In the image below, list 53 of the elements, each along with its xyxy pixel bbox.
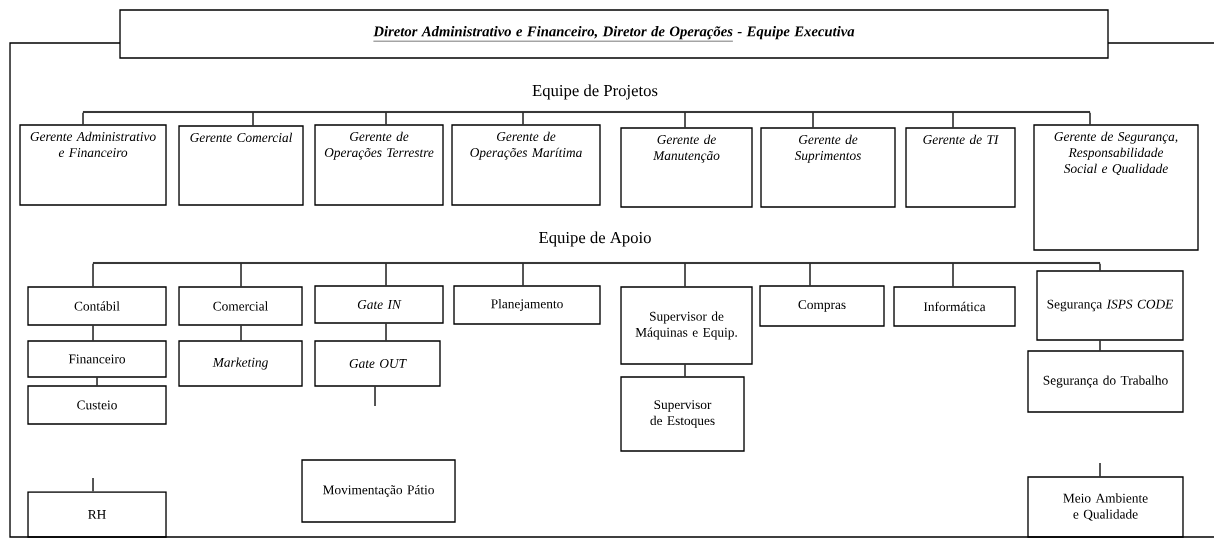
- connector-line: [92, 477, 94, 492]
- department-box: Marketing: [178, 340, 303, 387]
- title-box: Diretor Administrativo e Financeiro, Diretor de Operações - Equipe Executiva: [119, 9, 1109, 59]
- connector-line: [952, 263, 954, 287]
- connector-line: [92, 263, 94, 287]
- department-box: Movimentação Pátio: [301, 459, 456, 523]
- department-box: Compras: [759, 285, 885, 327]
- connector-line: [1089, 112, 1091, 125]
- connector-line: [240, 325, 242, 341]
- connector-line: [522, 112, 524, 125]
- connector-line: [809, 263, 811, 286]
- manager-box: Gerente de Operações Terrestre: [314, 124, 444, 206]
- manager-box: Gerente de Segurança, Responsabilidade Social e Qualidade: [1033, 124, 1199, 251]
- connector-line: [684, 263, 686, 287]
- department-box: Planejamento: [453, 285, 601, 325]
- department-box: Supervisor de Máquinas e Equip.: [620, 286, 753, 365]
- team-heading: Equipe de Projetos: [532, 84, 658, 100]
- department-box: Meio Ambiente e Qualidade: [1027, 476, 1184, 538]
- connector-line: [684, 112, 686, 128]
- department-box: Custeio: [27, 385, 167, 425]
- manager-box: Gerente de Operações Marítima: [451, 124, 601, 206]
- connector-line: [385, 112, 387, 125]
- connector-line: [385, 323, 387, 341]
- team-heading: Equipe de Apoio: [539, 231, 651, 247]
- department-box: RH: [27, 491, 167, 538]
- manager-box: Gerente de TI: [905, 127, 1016, 208]
- department-box: Comercial: [178, 286, 303, 326]
- manager-box: Gerente Comercial: [178, 125, 304, 206]
- connector-line: [812, 112, 814, 128]
- connector-line: [96, 377, 98, 386]
- connector-line: [1099, 340, 1101, 351]
- connector-line: [952, 112, 954, 128]
- connector-line: [385, 263, 387, 286]
- manager-box: Gerente de Suprimentos: [760, 127, 896, 208]
- department-box: Financeiro: [27, 340, 167, 378]
- connector-line: [252, 112, 254, 126]
- department-box: Segurança do Trabalho: [1027, 350, 1184, 413]
- connector-line: [374, 385, 376, 407]
- manager-box: Gerente Administrativo e Financeiro: [19, 124, 167, 206]
- connector-line: [92, 325, 94, 341]
- connector-line: [522, 263, 524, 286]
- department-box: Supervisor de Estoques: [620, 376, 745, 452]
- department-box: Contábil: [27, 286, 167, 326]
- connector-line: [1099, 462, 1101, 477]
- connector-line: [82, 112, 84, 125]
- department-box: Gate IN: [314, 285, 444, 324]
- department-box: Gate OUT: [314, 340, 441, 387]
- connector-line: [684, 364, 686, 377]
- manager-box: Gerente de Manutenção: [620, 127, 753, 208]
- connector-line: [240, 263, 242, 287]
- department-box: Segurança ISPS CODE: [1036, 270, 1184, 341]
- department-box: Informática: [893, 286, 1016, 327]
- connector-line: [1099, 263, 1101, 271]
